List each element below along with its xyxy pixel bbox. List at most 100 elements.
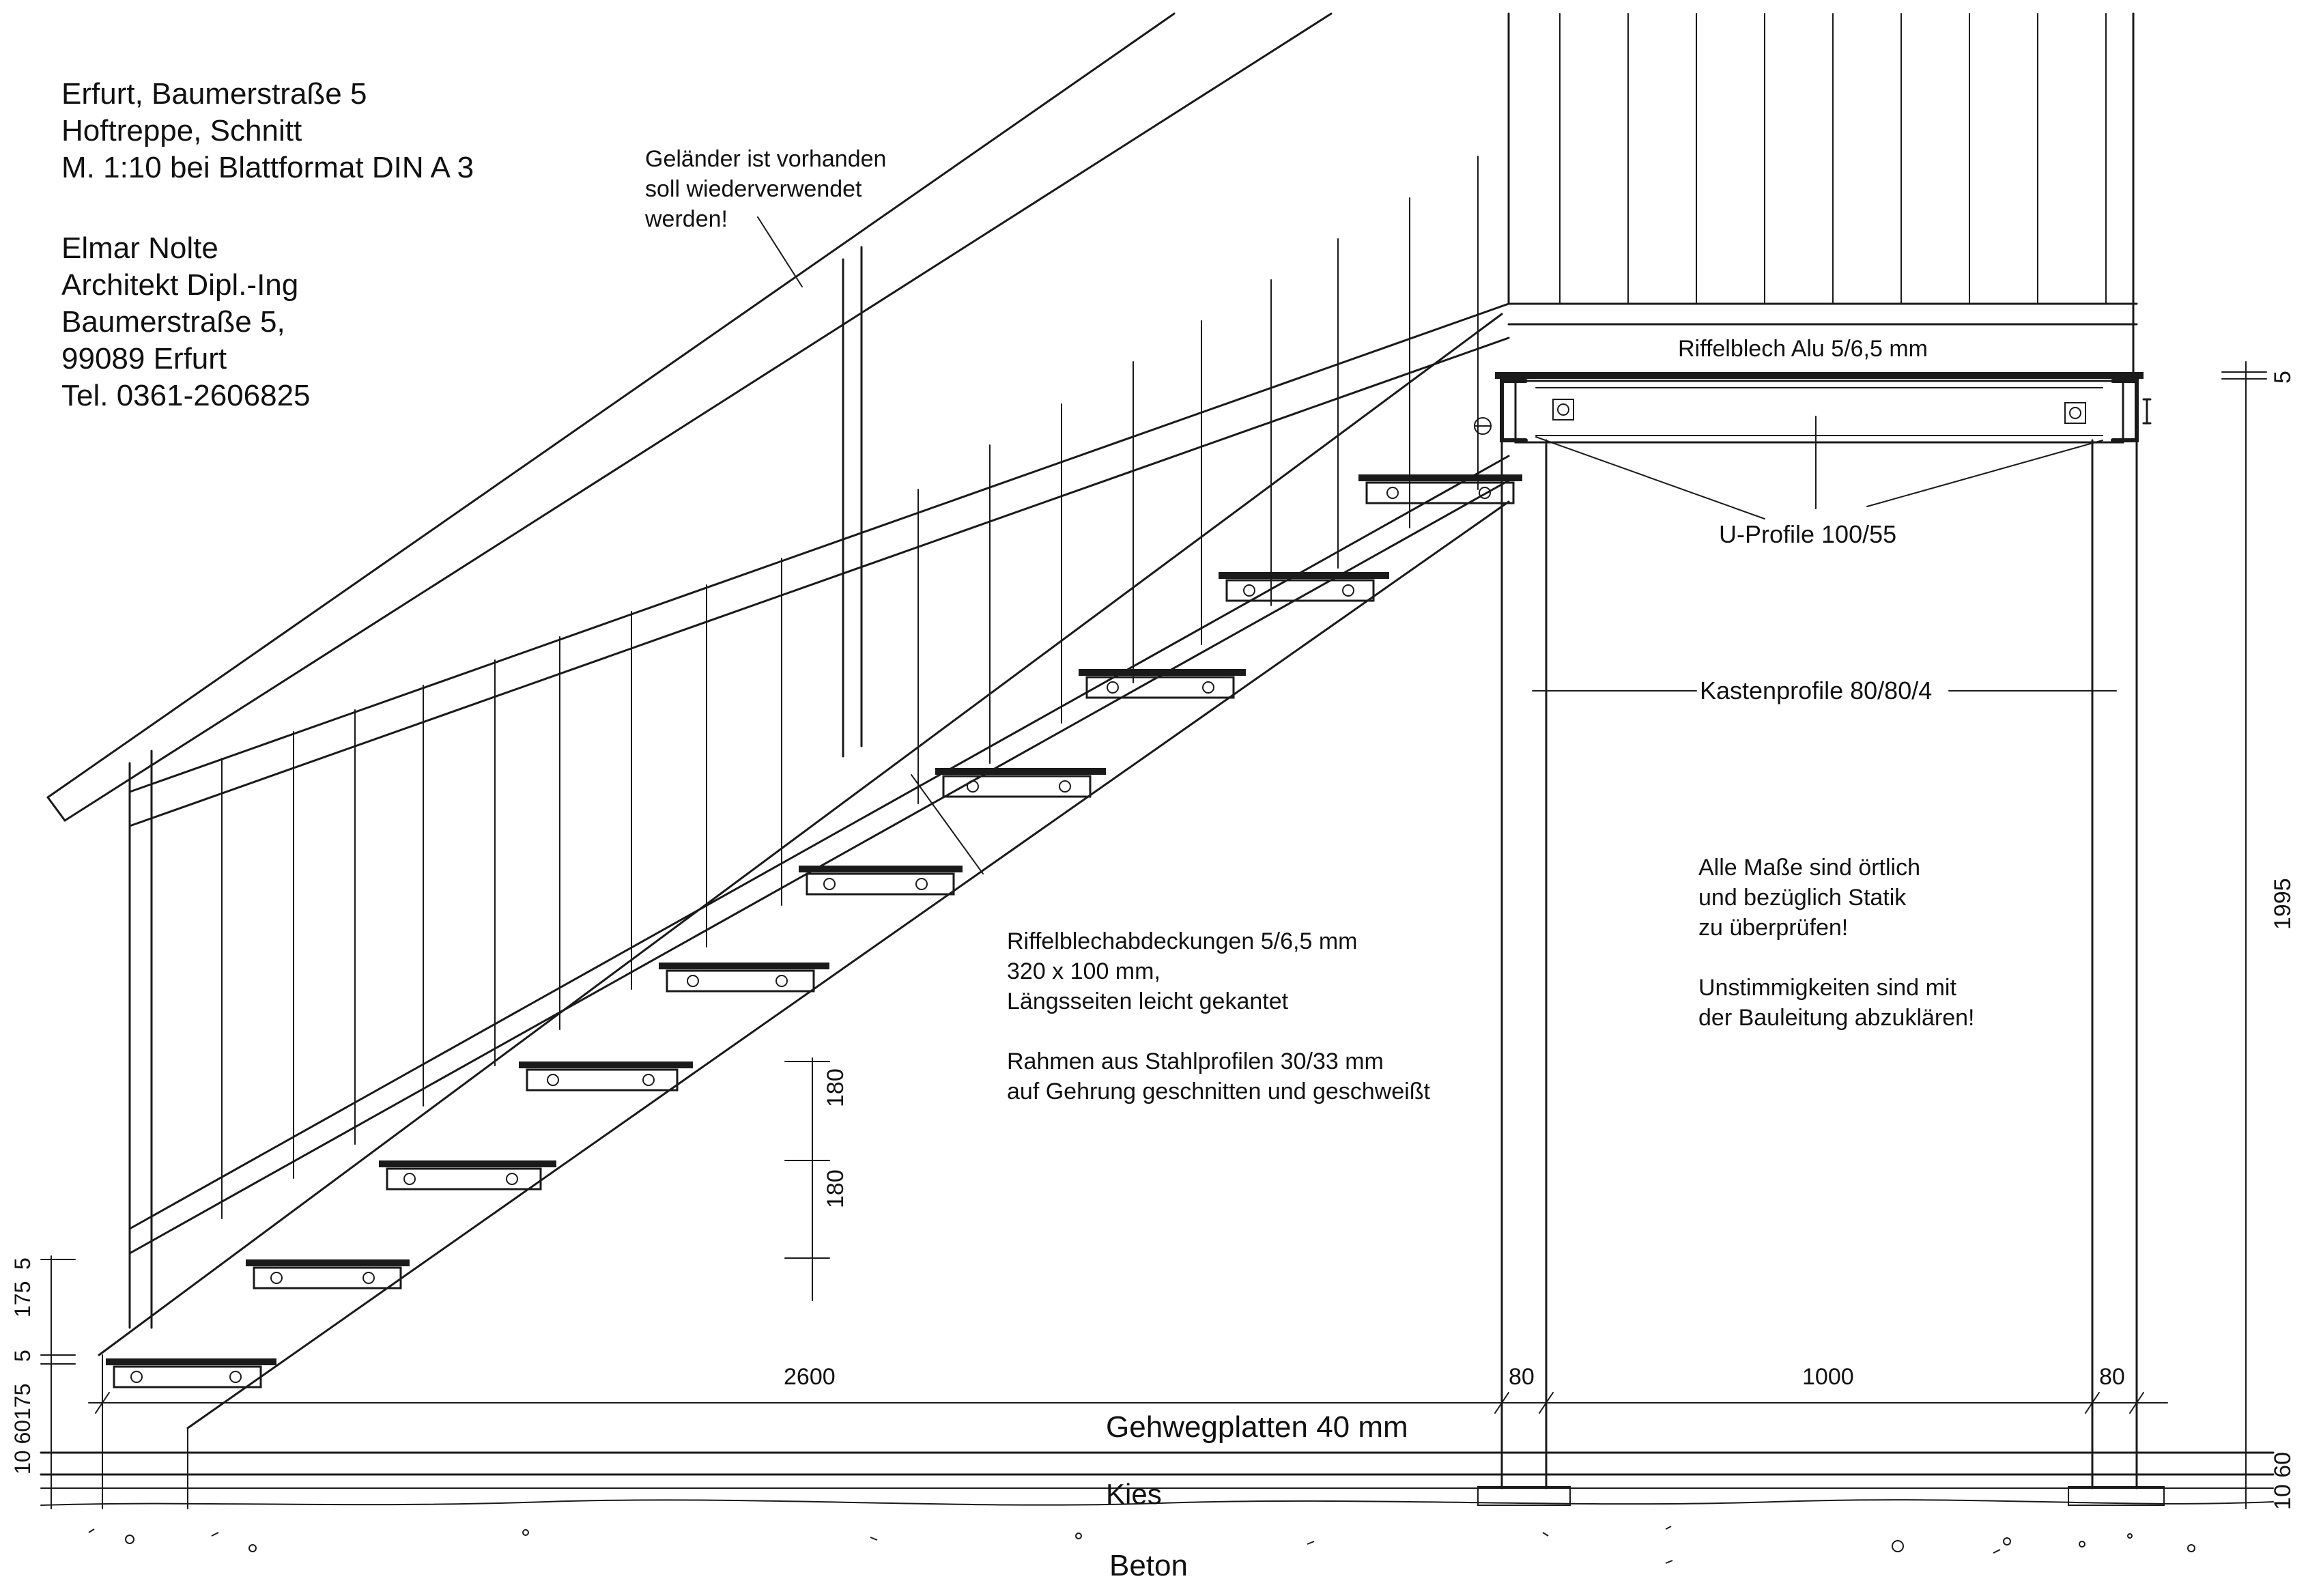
label-kastenprofile: Kastenprofile 80/80/4	[1700, 676, 1932, 704]
dim-riser-1: 180	[823, 1068, 849, 1107]
u-profile-right	[2111, 379, 2139, 442]
note-railing-1: Geländer ist vorhanden	[645, 146, 886, 172]
tread	[659, 963, 829, 993]
tread-plate	[659, 963, 829, 969]
dimensions: 2600 80 1000 80 180 180 1995 5 10 60 5 1…	[10, 361, 2296, 1510]
tread	[935, 768, 1106, 798]
ground-layers: Gehwegplatten 40 mm Kies Beton	[40, 1410, 2275, 1582]
architect-city: 99089 Erfurt	[61, 342, 227, 375]
bolt-icon	[229, 1371, 242, 1383]
tread-frame	[806, 872, 955, 896]
dim-run-total: 2600	[784, 1364, 836, 1390]
dim-left-5: 10 60	[10, 1420, 35, 1474]
upper-rail-bottom	[128, 337, 1510, 827]
label-gravel: Kies	[1106, 1478, 1162, 1510]
bolt-icon	[130, 1371, 143, 1383]
note-disc-1: Unstimmigkeiten sind mit	[1698, 975, 1956, 1001]
bolt-icon	[1342, 584, 1354, 597]
bolt-icon	[1107, 681, 1119, 694]
dimension-tick	[1539, 1392, 1554, 1414]
tread-plate	[379, 1160, 556, 1167]
bolt-icon	[2064, 402, 2086, 424]
stair-stringer	[98, 313, 1510, 1509]
stringer-top-edge	[98, 313, 1503, 1356]
tread	[1219, 572, 1389, 602]
bolt-icon	[915, 878, 928, 890]
bolt-icon	[403, 1173, 416, 1185]
architect-title: Architekt Dipl.-Ing	[61, 268, 298, 302]
bolt-icon	[1059, 780, 1071, 793]
dimension-tick	[2085, 1392, 2100, 1414]
architect-name: Elmar Nolte	[61, 231, 218, 265]
note-disc-2: der Bauleitung abzuklären!	[1698, 1005, 1975, 1031]
bolt-icon	[823, 878, 836, 890]
balusters	[221, 156, 1479, 1219]
tread-plate	[1219, 572, 1389, 579]
bolt-icon	[1243, 584, 1255, 597]
label-u-profile: U-Profile 100/55	[1719, 520, 1896, 548]
title-line-3: M. 1:10 bei Blattformat DIN A 3	[61, 151, 474, 184]
lower-rail-top	[128, 455, 1510, 1230]
tread	[246, 1259, 410, 1289]
note-frame-2: auf Gehrung geschnitten und geschweißt	[1007, 1079, 1431, 1105]
bolt-icon	[547, 1074, 559, 1086]
label-paving: Gehwegplatten 40 mm	[1106, 1410, 1408, 1444]
bolt-icon	[362, 1272, 375, 1284]
stringer-bottom-edge	[186, 500, 1510, 1429]
tread	[379, 1160, 556, 1191]
tread-plate	[935, 768, 1106, 775]
handrail-top-edge	[46, 12, 1176, 799]
tread-frame	[1365, 481, 1515, 504]
note-check-2: und bezüglich Statik	[1698, 885, 1907, 911]
tread-frame	[1085, 676, 1235, 699]
note-check-3: zu überprüfen!	[1698, 915, 1848, 941]
handrail-bottom-edge	[63, 12, 1333, 822]
bolt-icon	[2142, 398, 2152, 425]
tread-frame	[1225, 579, 1375, 602]
dim-plate-top: 5	[2270, 371, 2296, 384]
leader-railing	[757, 216, 803, 287]
title-block: Erfurt, Baumerstraße 5 Hoftreppe, Schnit…	[61, 77, 474, 412]
tread-frame	[666, 969, 815, 993]
leader-u-profile-right	[1866, 440, 2103, 507]
tread-frame	[526, 1068, 679, 1092]
leader-u-profile-left	[1535, 436, 1765, 519]
label-concrete: Beton	[1109, 1549, 1188, 1582]
dim-left-4: 175	[10, 1384, 35, 1420]
note-frame-1: Rahmen aus Stahlprofilen 30/33 mm	[1007, 1049, 1384, 1074]
dim-left-2: 175	[10, 1281, 35, 1317]
note-treads-1: Riffelblechabdeckungen 5/6,5 mm	[1007, 928, 1357, 954]
tread-frame	[942, 775, 1092, 798]
title-line-2: Hoftreppe, Schnitt	[61, 114, 302, 147]
upper-rail-top	[128, 302, 1510, 793]
tread-frame	[113, 1365, 262, 1388]
note-check-1: Alle Maße sind örtlich	[1698, 855, 1920, 881]
bolt-icon	[1552, 399, 1574, 421]
treads	[106, 474, 1522, 1388]
footing-left	[1477, 1486, 1571, 1506]
tread-plate	[1079, 669, 1246, 676]
tread-frame	[253, 1266, 402, 1289]
dim-riser-2: 180	[823, 1169, 849, 1208]
dim-left-1: 5	[10, 1257, 35, 1270]
bolt-icon	[1479, 487, 1491, 499]
u-profile-frame	[1514, 380, 2124, 444]
tread-frame	[386, 1167, 542, 1191]
dim-height-total: 1995	[2270, 878, 2296, 930]
handrail-end	[46, 796, 66, 822]
concrete-surface	[40, 1499, 2274, 1506]
bolt-icon	[642, 1074, 655, 1086]
dim-right-ground: 10 60	[2270, 1452, 2296, 1510]
dimension-tick	[95, 1392, 110, 1414]
bolt-icon	[1202, 681, 1214, 694]
bolt-icon	[1386, 487, 1399, 499]
note-railing-2: soll wiederverwendet	[645, 176, 862, 202]
landing-plate	[1495, 372, 2144, 379]
concrete-hatch	[88, 1526, 2195, 1564]
dim-left-3: 5	[10, 1350, 35, 1362]
dim-landing-span: 1000	[1802, 1364, 1854, 1390]
bolt-icon	[270, 1272, 283, 1284]
u-profile-left	[1500, 379, 1528, 442]
notes: Geländer ist vorhanden soll wiederverwen…	[644, 146, 1975, 1105]
